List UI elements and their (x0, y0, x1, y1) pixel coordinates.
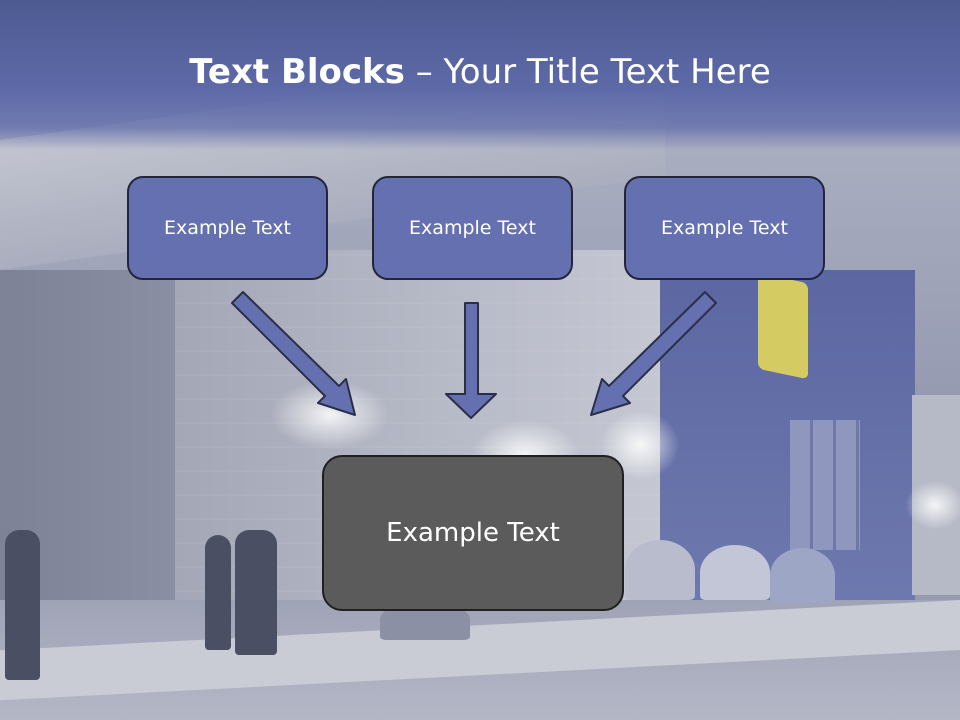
text-block-label: Example Text (164, 217, 291, 239)
text-block-2[interactable]: Example Text (372, 176, 573, 280)
tent (770, 548, 835, 603)
center-text-block-label: Example Text (386, 518, 560, 548)
arrow-down-left-icon (590, 291, 717, 416)
store-windows (790, 420, 860, 550)
text-block-label: Example Text (409, 217, 536, 239)
arrow-down-right-icon (231, 291, 356, 416)
person-silhouette (5, 530, 40, 680)
title-band (0, 0, 960, 150)
text-block-label: Example Text (661, 217, 788, 239)
tent (625, 540, 695, 600)
text-block-1[interactable]: Example Text (127, 176, 328, 280)
title-bold: Text Blocks (189, 52, 405, 92)
slide-title: Text Blocks – Your Title Text Here (0, 52, 960, 92)
tent (700, 545, 770, 600)
title-rest: Your Title Text Here (443, 52, 771, 92)
person-silhouette (205, 535, 231, 650)
person-silhouette (235, 530, 277, 655)
center-text-block[interactable]: Example Text (322, 455, 624, 611)
arrow-down-icon (445, 302, 497, 419)
text-block-3[interactable]: Example Text (624, 176, 825, 280)
wall-light (905, 480, 960, 530)
title-dash: – (404, 52, 444, 92)
